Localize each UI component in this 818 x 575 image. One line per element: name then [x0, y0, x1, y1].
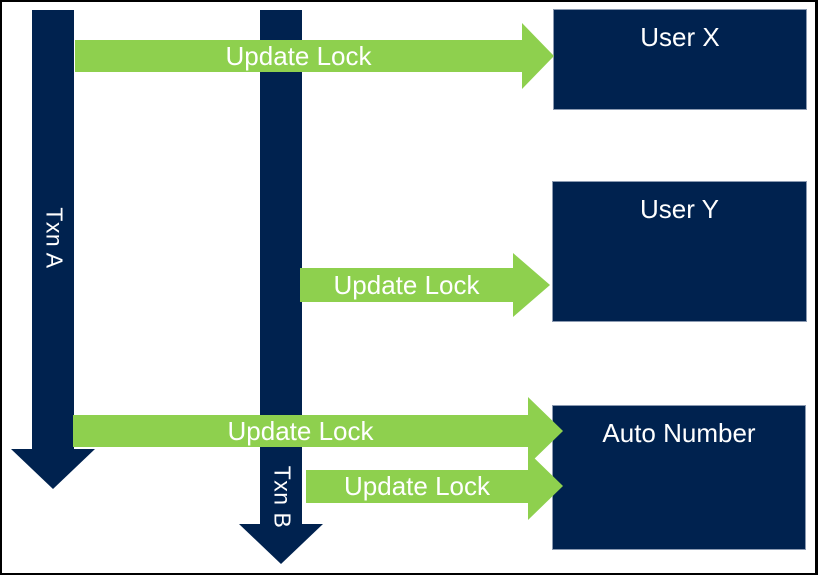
txn-a-down-arrow-icon	[11, 449, 95, 489]
update-lock-arrow-txn-b-auto-number: Update Lock	[306, 470, 528, 503]
right-arrowhead-icon	[513, 253, 550, 317]
update-lock-label: Update Lock	[227, 415, 374, 446]
update-lock-arrow-txn-a-user-x: Update Lock	[75, 40, 522, 72]
user-y-box: User Y	[552, 181, 807, 322]
user-x-box: User X	[553, 9, 807, 110]
update-lock-label: Update Lock	[344, 471, 490, 501]
user-y-box-label: User Y	[640, 194, 719, 224]
update-lock-label: Update Lock	[225, 40, 372, 71]
user-x-box-label: User X	[640, 22, 720, 52]
txn-a-lifeline-bar	[32, 10, 74, 449]
update-lock-arrow-txn-a-auto-number: Update Lock	[73, 415, 528, 447]
txn-b-down-arrow-icon	[239, 524, 323, 564]
auto-number-box: Auto Number	[552, 405, 806, 550]
right-arrowhead-icon	[522, 23, 554, 89]
right-arrowhead-icon	[528, 452, 563, 520]
txn-b-label: Txn B	[269, 465, 296, 529]
auto-number-box-label: Auto Number	[602, 418, 756, 448]
update-lock-label: Update Lock	[333, 269, 480, 300]
update-lock-arrow-txn-b-user-y: Update Lock	[300, 268, 513, 302]
txn-a-label: Txn A	[41, 207, 68, 269]
